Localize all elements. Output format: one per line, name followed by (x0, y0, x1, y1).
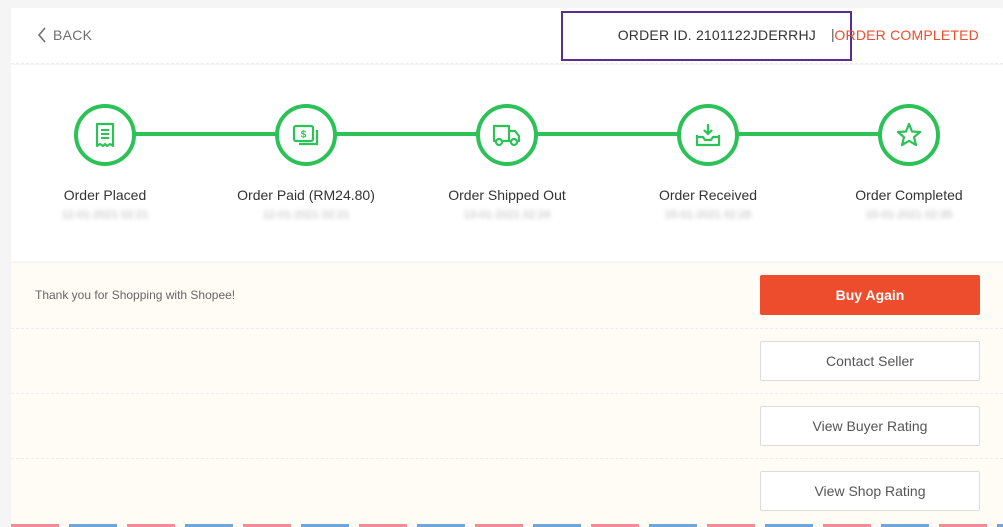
star-icon (896, 122, 922, 147)
step-circle (878, 104, 940, 166)
action-row: Thank you for Shopping with Shopee! Buy … (11, 263, 1003, 327)
back-button[interactable]: BACK (37, 27, 92, 43)
step-time: 15-01-2021 02:35 (865, 209, 953, 221)
step-order-shipped: Order Shipped Out 13-01-2021 02:24 (427, 104, 587, 221)
step-time: 13-01-2021 02:24 (463, 209, 551, 221)
svg-text:$: $ (301, 130, 307, 141)
action-row: View Shop Rating (11, 458, 1003, 523)
receipt-icon (95, 122, 115, 148)
step-label: Order Completed (855, 187, 963, 203)
header-separator: | (831, 26, 835, 42)
chevron-left-icon (37, 27, 46, 43)
back-label: BACK (53, 27, 93, 43)
step-label: Order Placed (63, 187, 147, 203)
money-icon: $ (292, 124, 319, 146)
step-order-placed: Order Placed 12-01-2021 02:21 (25, 104, 185, 221)
order-id: ORDER ID. 2101122JDERRHJ (617, 27, 816, 43)
action-row: View Buyer Rating (11, 393, 1003, 458)
action-row: Contact Seller (11, 328, 1003, 393)
inbox-download-icon (695, 124, 721, 147)
step-order-received: Order Received 15-01-2021 02:26 (628, 104, 788, 221)
envelope-border-decoration (11, 524, 1003, 527)
truck-icon (492, 124, 521, 147)
step-circle: $ (275, 104, 337, 166)
order-progress-tracker: Order Placed 12-01-2021 02:21 $ Order Pa… (11, 65, 1003, 261)
order-header: BACK ORDER ID. 2101122JDERRHJ | ORDER CO… (11, 8, 1003, 64)
step-order-completed: Order Completed 15-01-2021 02:35 (829, 104, 989, 221)
view-shop-rating-button[interactable]: View Shop Rating (760, 471, 980, 511)
step-time: 12-01-2021 02:21 (262, 209, 350, 221)
step-time: 12-01-2021 02:21 (61, 209, 149, 221)
order-id-highlight (561, 11, 852, 61)
order-status: ORDER COMPLETED (834, 27, 979, 43)
view-buyer-rating-button[interactable]: View Buyer Rating (760, 406, 980, 446)
buy-again-button[interactable]: Buy Again (760, 275, 980, 315)
contact-seller-button[interactable]: Contact Seller (760, 341, 980, 381)
step-label: Order Shipped Out (448, 187, 566, 203)
step-circle (677, 104, 739, 166)
thank-you-message: Thank you for Shopping with Shopee! (35, 288, 236, 302)
step-time: 15-01-2021 02:26 (664, 209, 752, 221)
step-circle (74, 104, 136, 166)
step-order-paid: $ Order Paid (RM24.80) 12-01-2021 02:21 (226, 104, 386, 221)
order-actions-panel: Thank you for Shopping with Shopee! Buy … (11, 263, 1003, 527)
step-label: Order Paid (RM24.80) (237, 187, 375, 203)
step-label: Order Received (658, 187, 758, 203)
step-circle (476, 104, 538, 166)
